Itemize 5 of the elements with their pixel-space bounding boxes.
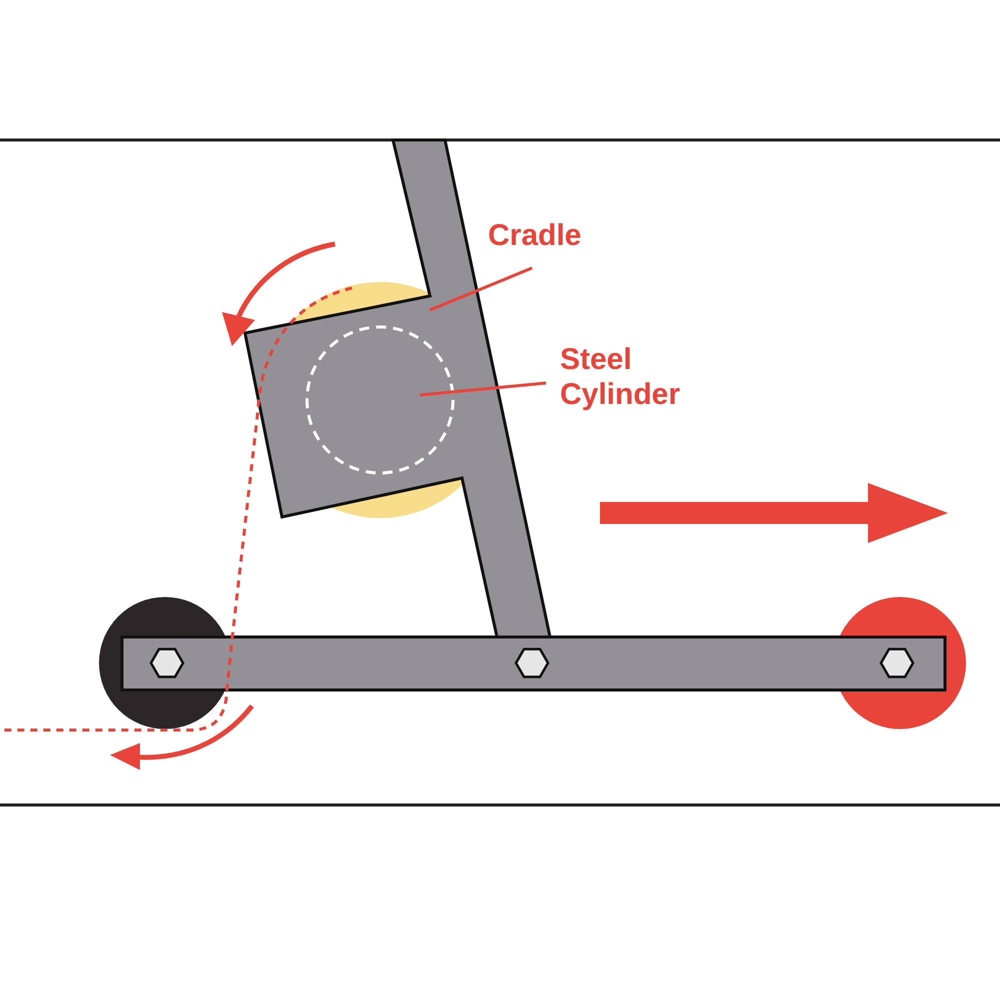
part-label: Steel Cylinder — [560, 342, 682, 412]
leader-line — [429, 266, 533, 312]
leader-line — [420, 382, 546, 396]
part-label: Cradle — [488, 218, 582, 253]
cylinder-outline — [306, 326, 454, 474]
